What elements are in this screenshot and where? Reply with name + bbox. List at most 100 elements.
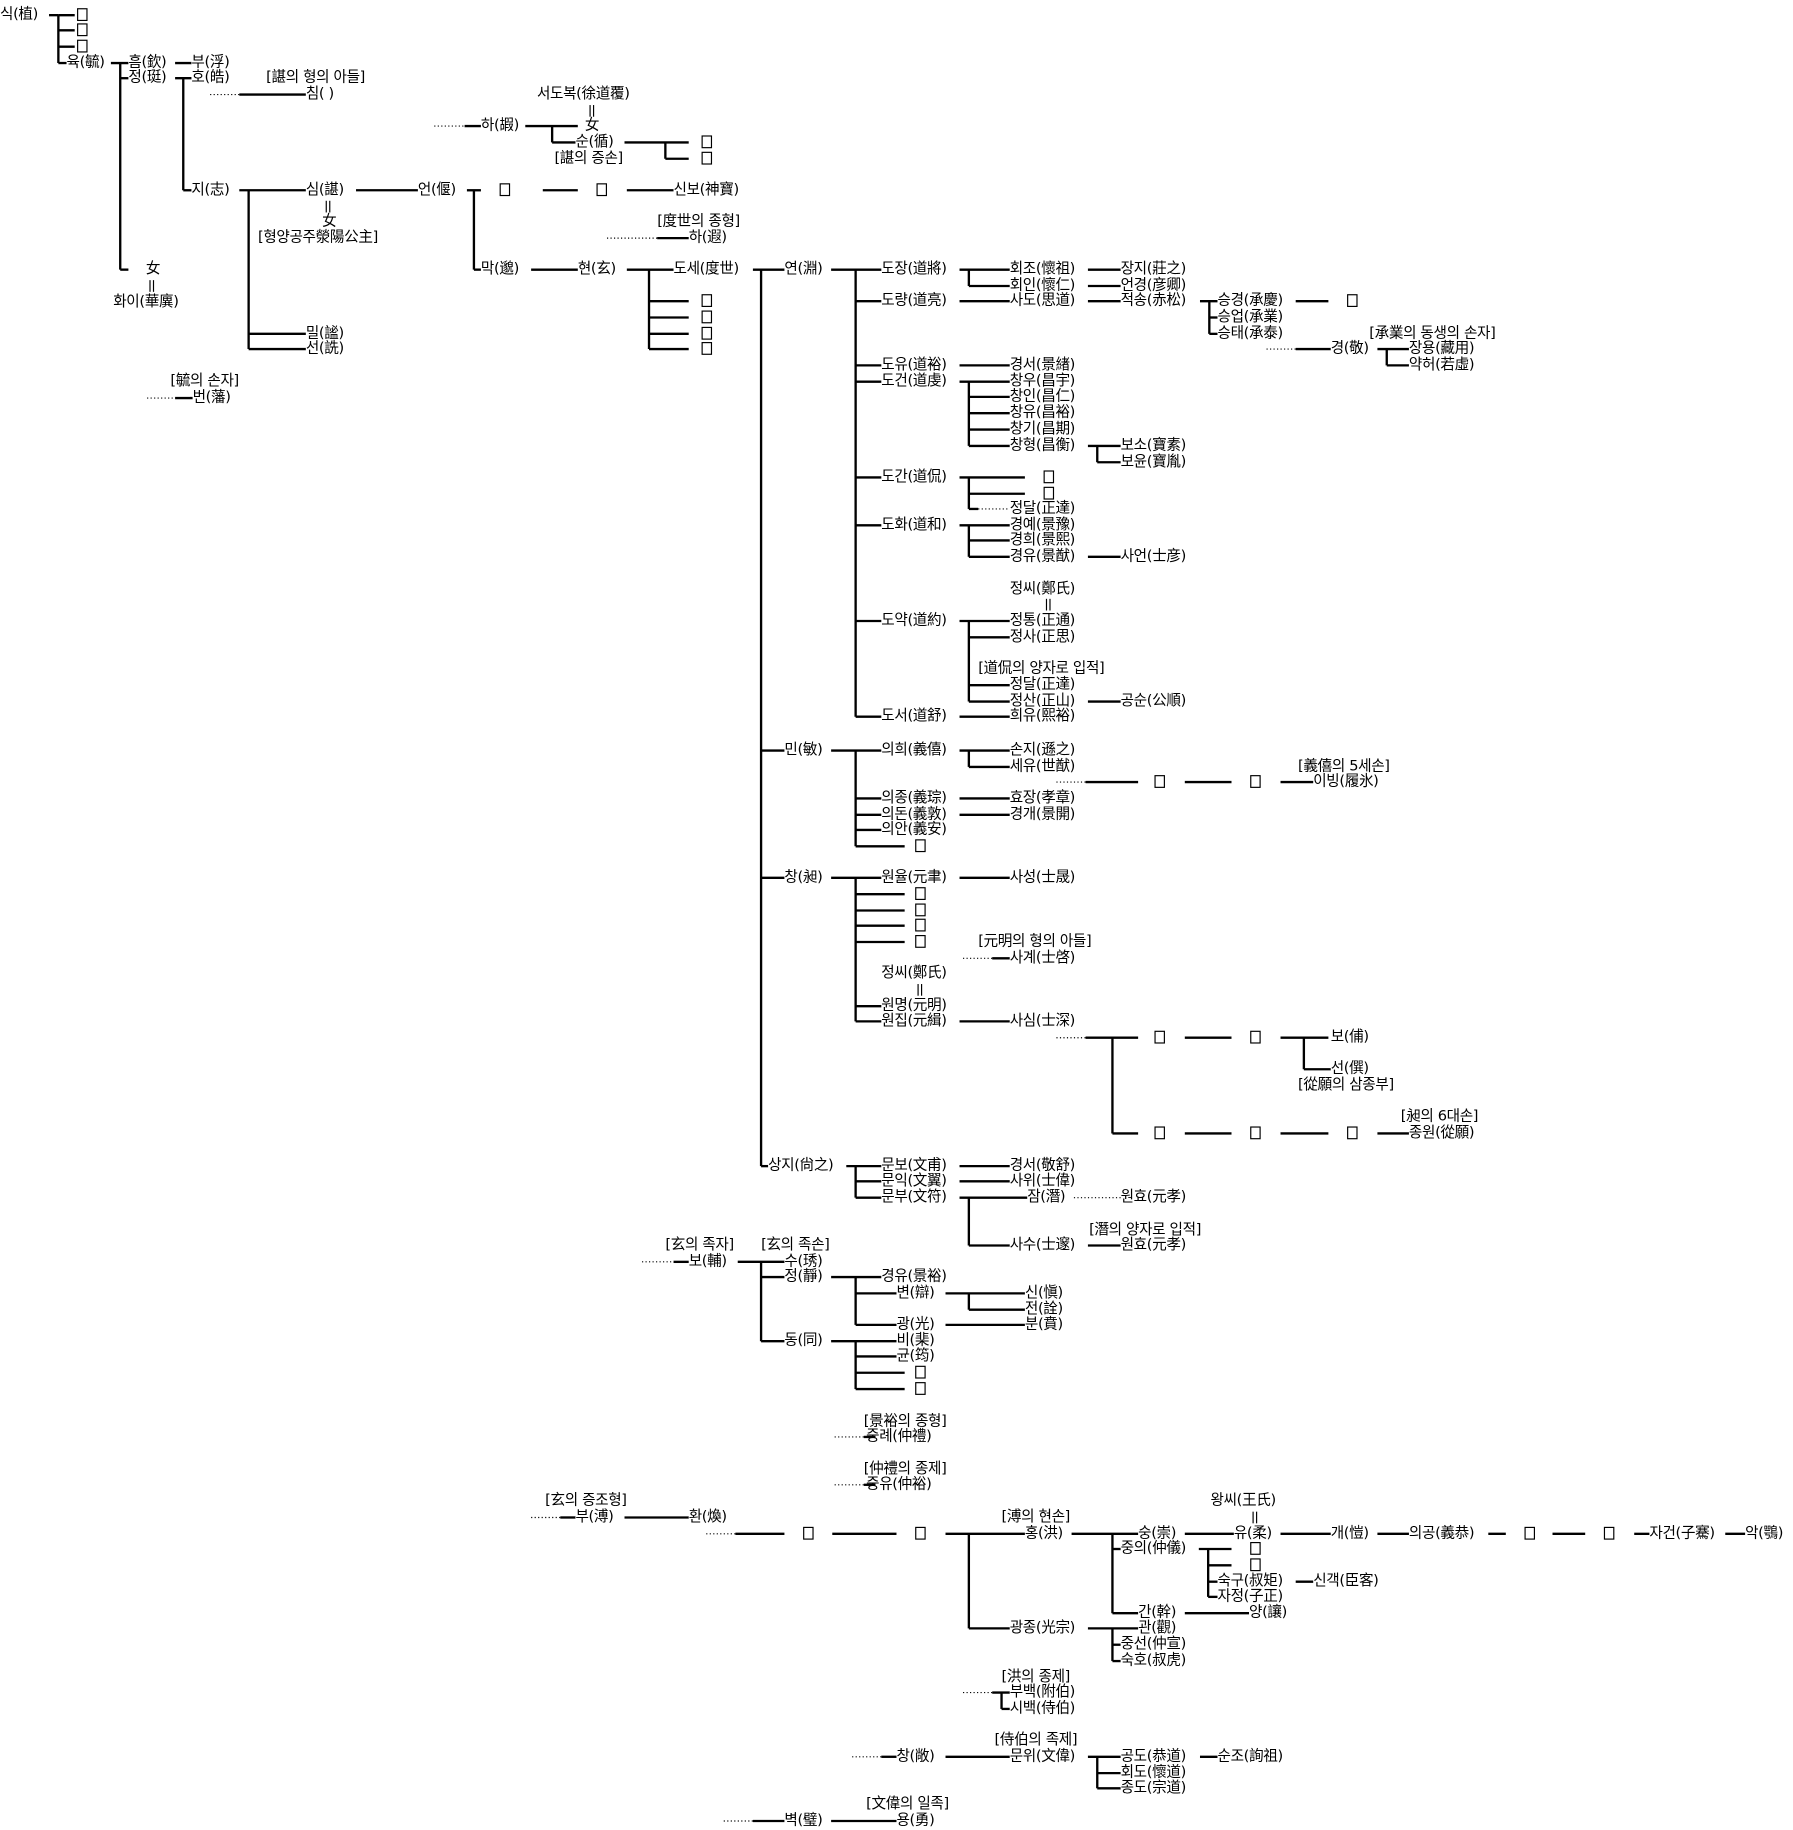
person-name: 의종(義琮) (881, 787, 947, 806)
person-name: 약허(若虛) (1408, 354, 1475, 373)
person-name: 정달(正達) (1009, 674, 1076, 693)
person-name: 환(煥) (688, 1506, 727, 1525)
person-name: 부(溥) (575, 1506, 614, 1525)
person-name: 식(植) (0, 4, 39, 23)
person-name: 도화(道和) (881, 514, 947, 533)
person-name: 호(皓) (191, 67, 230, 86)
relation-note: [文偉의 일족] (866, 1794, 949, 1812)
person-name: 벽(璧) (784, 1810, 823, 1828)
unknown-person-box (915, 918, 926, 932)
daughter-label: 女 (322, 211, 337, 229)
person-name: 도간(道侃) (881, 466, 947, 485)
person-name: 정통(正通) (1009, 610, 1076, 629)
relation-note: [景裕의 종형] (863, 1411, 947, 1429)
person-name: 문익(文翼) (881, 1170, 947, 1189)
person-name: 창(昶) (784, 867, 823, 885)
relation-note: [昶의 6대손] (1400, 1106, 1479, 1125)
person-name: 경서(景緖) (1009, 354, 1076, 373)
person-name: 회조(懷祖) (1009, 259, 1076, 277)
relation-note: [義僖의 5세손] (1298, 756, 1390, 774)
unknown-person-box (915, 1382, 926, 1395)
person-name: 현(玄) (577, 259, 616, 277)
unknown-person-box (701, 151, 713, 165)
person-name: 창(敞) (896, 1746, 935, 1764)
person-name: 도량(道亮) (881, 290, 947, 309)
person-name: 숙호(叔虎) (1120, 1650, 1187, 1669)
unknown-person-box (499, 183, 511, 197)
unknown-person-box (77, 23, 88, 37)
person-name: 회인(懷仁) (1009, 275, 1076, 293)
person-name: 의안(義安) (881, 819, 947, 837)
person-name: 정씨(鄭氏) (1009, 578, 1076, 597)
person-name: 공순(公順) (1120, 691, 1187, 709)
person-name: 부(浮) (191, 52, 230, 71)
person-name: 숭(崇) (1138, 1523, 1177, 1541)
unknown-person-box (701, 135, 713, 149)
person-name: 도장(道將) (881, 259, 947, 277)
relation-note: [潛의 양자로 입적] (1089, 1219, 1202, 1238)
person-name: 경유(景裕) (881, 1266, 947, 1285)
unknown-person-box (915, 887, 926, 900)
person-name: 흠(欽) (128, 52, 167, 71)
daughter-label: 女 (145, 259, 161, 277)
person-name: 용(勇) (896, 1810, 935, 1828)
person-name: 관(觀) (1138, 1617, 1177, 1636)
unknown-person-box (596, 183, 607, 197)
person-name: 언(偃) (417, 179, 456, 198)
unknown-person-box (701, 326, 713, 340)
person-name: 사위(士偉) (1009, 1170, 1076, 1189)
person-name: 도건(道虔) (881, 371, 947, 389)
unknown-person-box (1347, 294, 1358, 307)
person-name: 신(愼) (1024, 1282, 1063, 1301)
person-name: 보소(寶素) (1120, 435, 1187, 453)
unknown-person-box (77, 8, 88, 22)
person-name: 창인(昌仁) (1009, 386, 1076, 404)
person-name: 경서(敬舒) (1009, 1155, 1076, 1174)
relation-note: [度世의 종형] (657, 211, 740, 229)
unknown-person-box (701, 342, 713, 355)
unknown-person-box (77, 39, 88, 53)
person-name: 창우(昌宇) (1009, 371, 1076, 389)
relation-note: [承業의 동생의 손자] (1369, 323, 1496, 341)
person-name: 균(筠) (896, 1345, 935, 1364)
person-name: 정산(正山) (1009, 691, 1076, 709)
person-name: 중례(仲禮) (866, 1426, 932, 1444)
person-name: 세유(世猷) (1009, 756, 1076, 774)
unknown-person-box (915, 839, 926, 853)
person-name: 유(柔) (1233, 1523, 1272, 1541)
unknown-person-box (915, 1365, 926, 1379)
person-name: 원명(元明) (881, 995, 947, 1014)
person-name: 의희(義僖) (881, 740, 947, 758)
person-name: 사계(士啓) (1009, 947, 1076, 966)
marriage-mark (149, 280, 155, 292)
person-name: 개(愷) (1330, 1523, 1369, 1541)
person-name: 상지(尙之) (768, 1155, 834, 1174)
unknown-person-box (1250, 1126, 1261, 1140)
person-name: 사성(士晟) (1009, 867, 1076, 885)
person-name: 승태(承泰) (1217, 323, 1283, 341)
unknown-person-box (701, 294, 713, 307)
person-name: 정(靜) (784, 1266, 823, 1285)
person-name: 보(輔) (688, 1251, 727, 1269)
person-name: 정씨(鄭氏) (881, 963, 947, 981)
unknown-person-box (1250, 1030, 1261, 1044)
person-name: 종원(從願) (1408, 1122, 1475, 1141)
person-name: 시백(侍伯) (1009, 1698, 1076, 1716)
person-name: 공도(恭道) (1120, 1746, 1187, 1764)
person-name: 왕씨(王氏) (1210, 1490, 1276, 1509)
person-name: 전(詮) (1024, 1299, 1063, 1317)
relation-note: [玄의 증조형] (545, 1490, 627, 1509)
person-name: 선(詵) (305, 338, 344, 357)
person-name: 광종(光宗) (1009, 1617, 1076, 1636)
person-name: 보(俌) (1330, 1027, 1369, 1045)
person-name: 경예(景豫) (1009, 514, 1076, 533)
person-name: 도서(道舒) (881, 706, 947, 724)
person-name: 장용(藏用) (1408, 338, 1475, 357)
person-name: 악(鶚) (1745, 1523, 1784, 1541)
person-name: 막(邈) (480, 259, 519, 277)
person-name: 경유(景猷) (1009, 546, 1076, 564)
person-name: 도세(度世) (673, 259, 740, 277)
person-name: 광(光) (896, 1314, 935, 1332)
